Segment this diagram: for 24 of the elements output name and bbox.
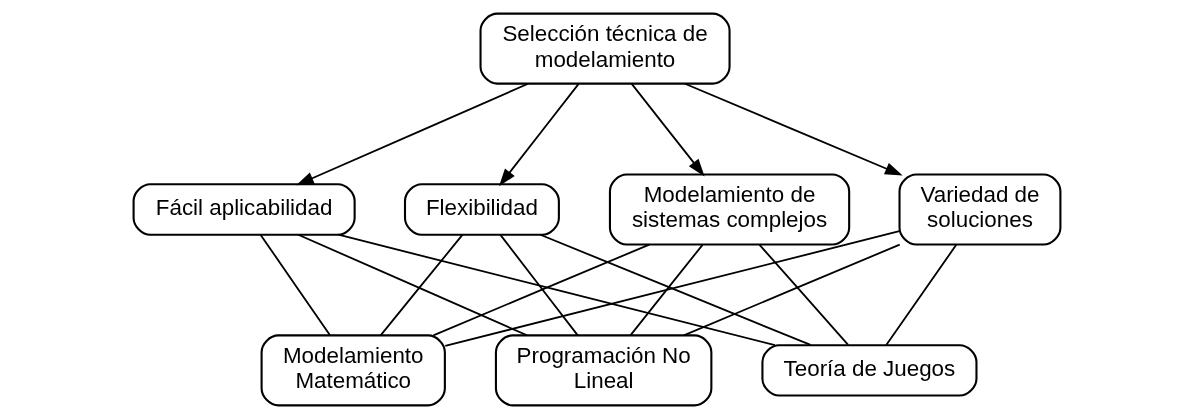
node-box: Selección técnica de modelamiento <box>479 12 731 85</box>
node-box: Fácil aplicabilidad <box>132 183 356 236</box>
node-box: Modelamiento de sistemas complejos <box>608 173 850 246</box>
connector <box>431 243 650 337</box>
connector <box>296 233 528 337</box>
connector <box>538 233 811 346</box>
connector <box>337 233 776 346</box>
arrow <box>295 82 529 186</box>
node-box: Modelamiento Matemático <box>260 334 446 407</box>
arrow <box>630 83 705 177</box>
connector <box>629 243 703 337</box>
arrow <box>683 82 903 176</box>
connector <box>443 230 900 347</box>
connector <box>682 243 901 337</box>
node-box: Programación No Lineal <box>494 334 712 407</box>
connector <box>379 234 463 337</box>
node-box: Teoría de Juegos <box>760 344 977 397</box>
arrow <box>498 83 580 187</box>
node-box: Flexibilidad <box>403 183 560 236</box>
node-box: Variedad de soluciones <box>897 173 1061 246</box>
connector <box>758 243 849 346</box>
connector <box>259 234 331 337</box>
connector <box>884 243 957 346</box>
connector <box>499 234 579 337</box>
